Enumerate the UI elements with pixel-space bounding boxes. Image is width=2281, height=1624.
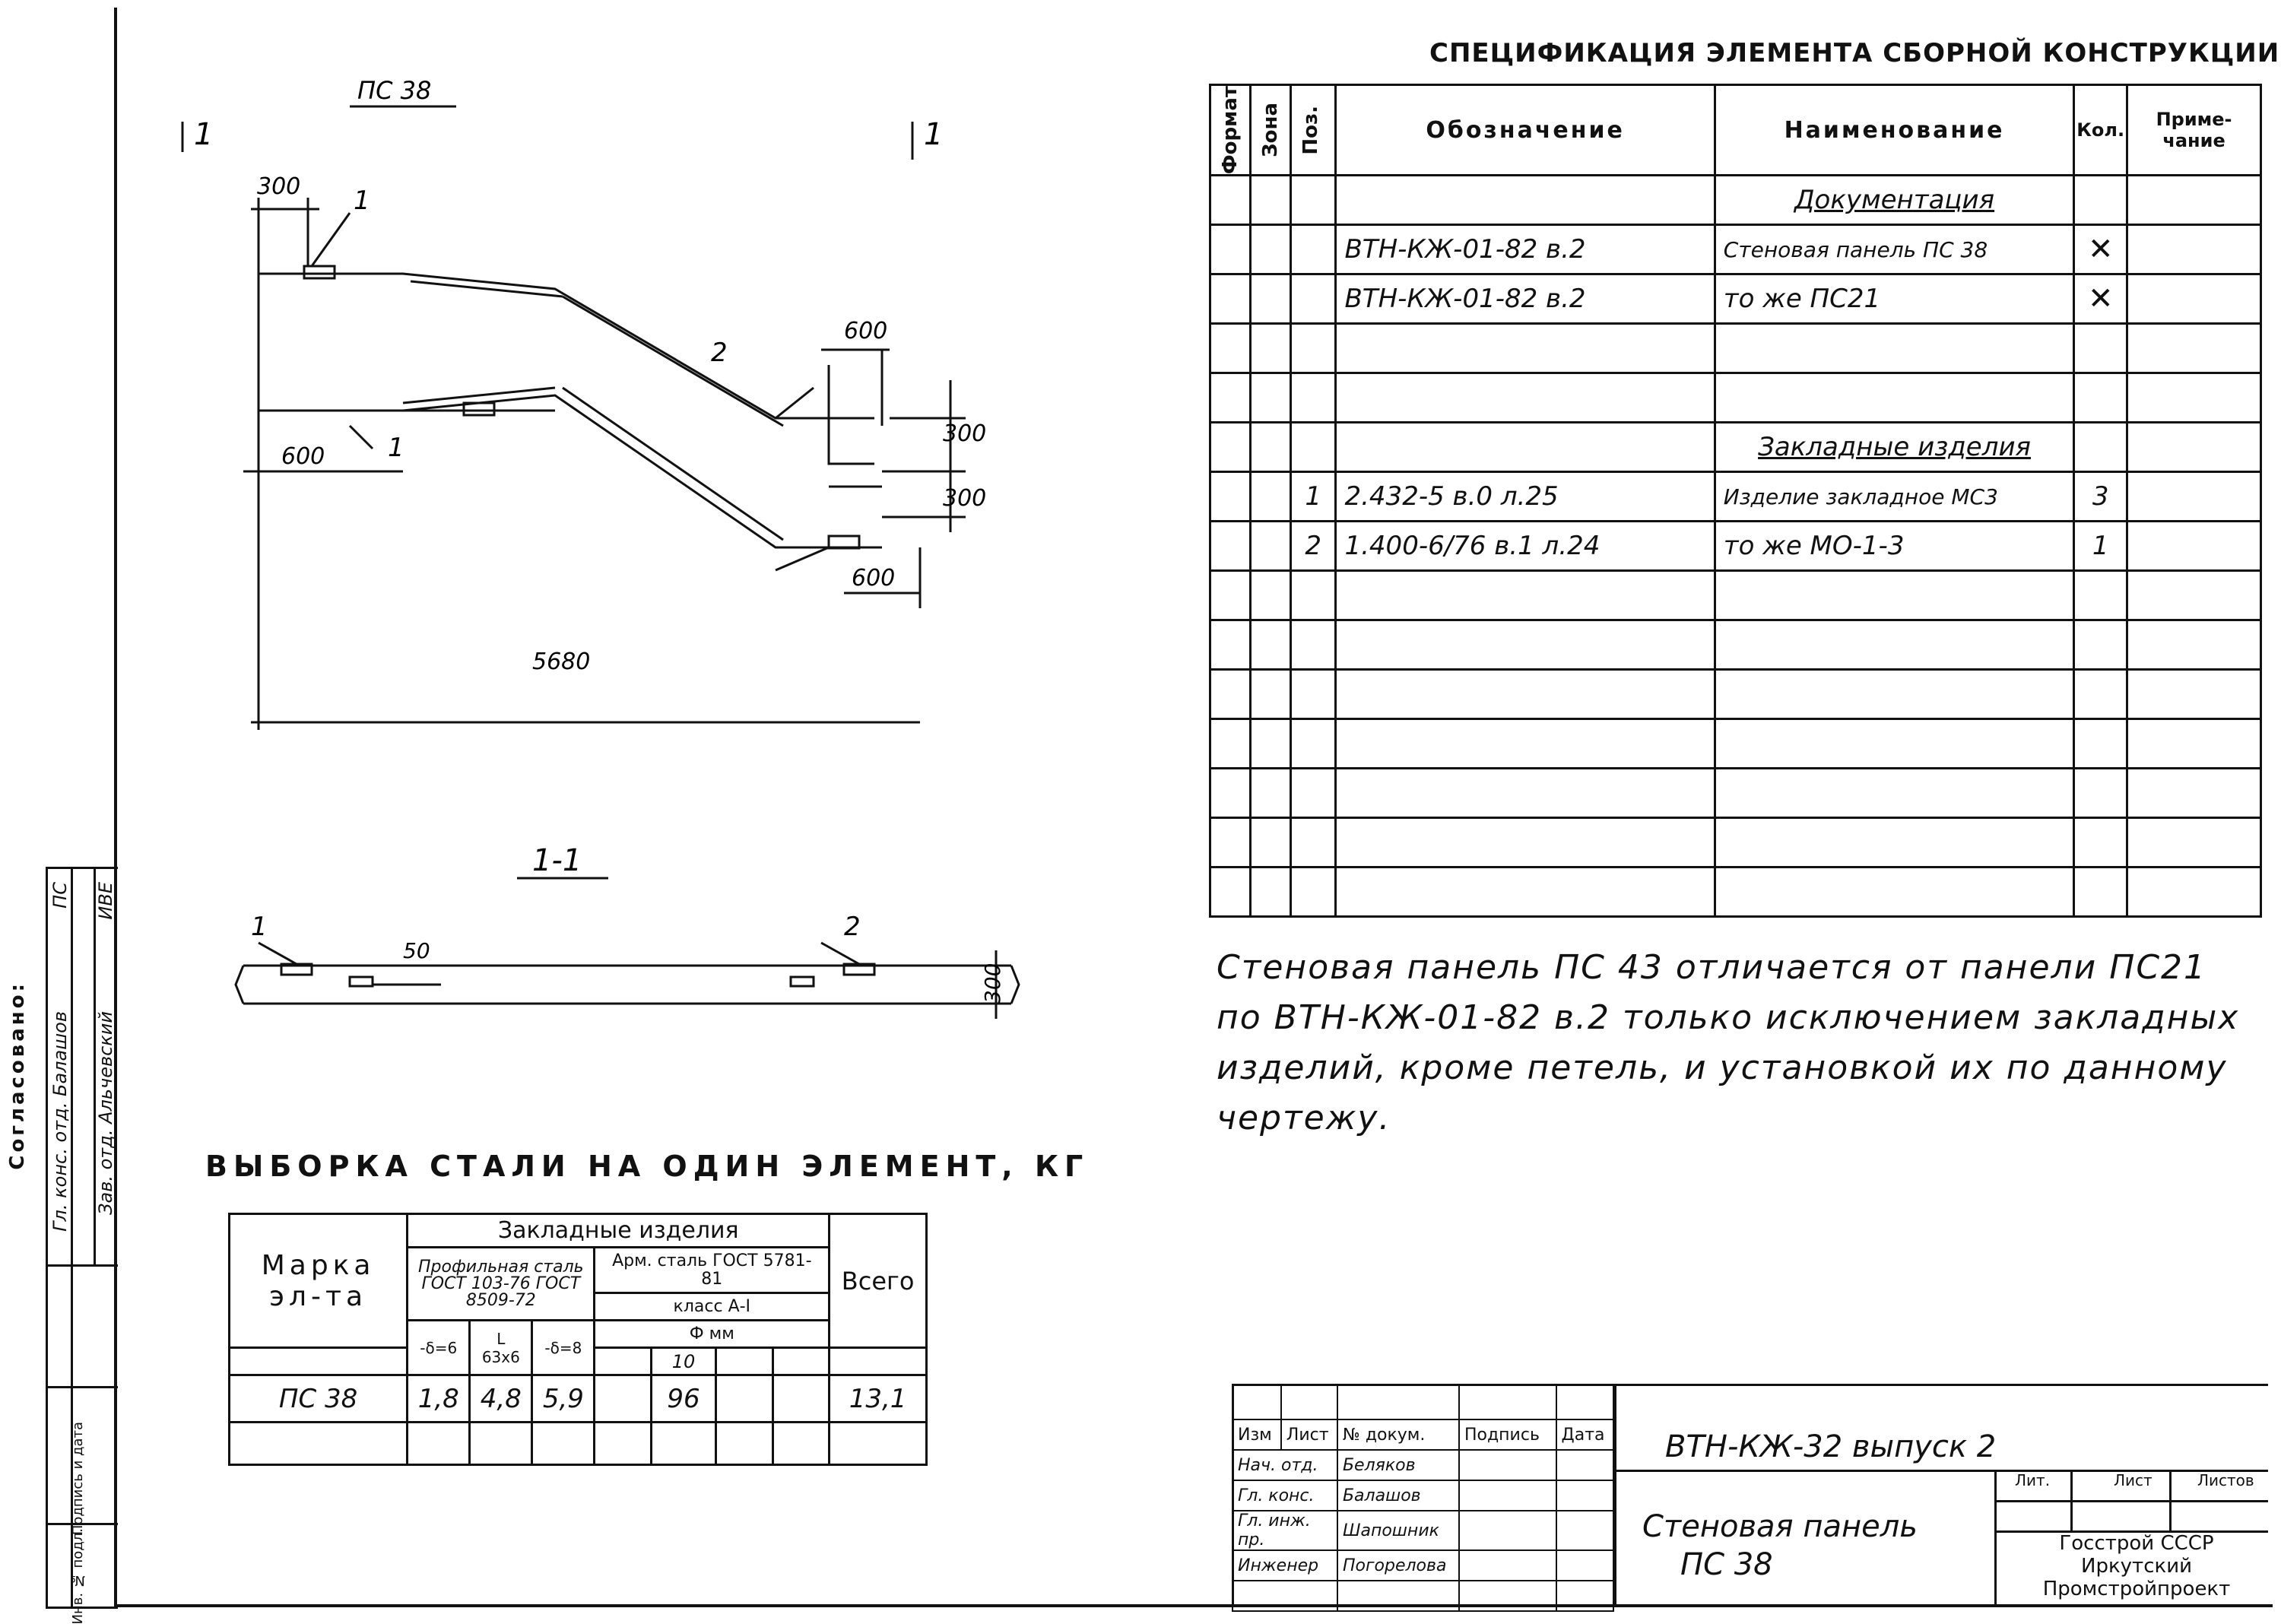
section-mark-left: 1 — [194, 117, 213, 152]
stamp-h-sign: Подпись — [1458, 1419, 1557, 1451]
steel-h-embedded: Закладные изделия — [406, 1213, 831, 1248]
dim-300-r2: 300 — [943, 485, 986, 512]
stamp-table: Изм Лист № докум. Подпись Дата Нач. отд.… — [1232, 1384, 1615, 1612]
section-mark-right: 1 — [924, 117, 943, 152]
steel-h-total: Всего — [828, 1213, 928, 1349]
spec-h-note: Приме-чание — [2126, 83, 2262, 177]
pos-1-label-b: 1 — [388, 433, 404, 463]
spec-section-docs: Документация — [1713, 174, 2076, 227]
stamp-org3: Промстройпроект — [2042, 1578, 2231, 1600]
steel-title: ВЫБОРКА СТАЛИ НА ОДИН ЭЛЕМЕНТ, КГ — [205, 1150, 1090, 1183]
steel-h-10: 10 — [649, 1346, 718, 1376]
approval-code1: ПС — [49, 882, 71, 909]
stamp-title2: ПС 38 — [1680, 1547, 1773, 1582]
side-inv-label: Инв. № подл. — [70, 1528, 86, 1624]
stamp-org2: Иркутский — [2081, 1555, 2192, 1578]
stamp-org: Госстрой СССР Иркутский Промстройпроект — [2015, 1532, 2258, 1600]
note-line4: чертежу. — [1217, 1099, 1391, 1137]
section-title: 1-1 — [532, 843, 582, 878]
approval-strip — [46, 867, 118, 1609]
spec-title: СПЕЦИФИКАЦИЯ ЭЛЕМЕНТА СБОРНОЙ КОНСТРУКЦИ… — [1429, 38, 2280, 68]
approval-code2: ИВЕ — [95, 882, 116, 920]
stamp-h-ndoc: № докум. — [1336, 1419, 1460, 1451]
steel-h-mark: Марка эл-та — [227, 1213, 409, 1349]
spec-h-pos: Поз. — [1289, 83, 1337, 177]
steel-row: ПС 38 1,8 4,8 5,9 96 13,1 — [227, 1374, 928, 1423]
steel-h-diam: Ф мм — [593, 1319, 831, 1349]
stamp-title1: Стеновая панель — [1642, 1509, 1918, 1544]
stamp-h-sheets: Листов — [2197, 1471, 2254, 1489]
spec-h-name: Наименование — [1713, 83, 2076, 177]
stamp-h-stage: Лит. — [2015, 1471, 2051, 1489]
steel-h-s8: -δ=8 — [531, 1319, 596, 1376]
dim-600-bottom: 600 — [852, 565, 895, 592]
stamp-h-list: Лист — [1280, 1419, 1338, 1451]
spec-h-qty: Кол. — [2073, 83, 2129, 177]
note-line3: изделий, кроме петель, и установкой их п… — [1217, 1048, 2228, 1087]
dim-600-left: 600 — [281, 443, 325, 470]
stamp-h-izm: Изм — [1232, 1419, 1282, 1451]
note-line2: по ВТН-КЖ-01-82 в.2 только исключением з… — [1217, 998, 2240, 1037]
steel-h-s6: -δ=6 — [406, 1319, 471, 1376]
steel-h-profile: Профильная сталь ГОСТ 103-76 ГОСТ 8509-7… — [406, 1246, 596, 1321]
dim-600-right: 600 — [844, 318, 887, 344]
section-drawing: 1-1 1 2 50 300 — [234, 843, 1020, 1019]
panel-drawing: ПС 38 1 1 300 1 2 600 300 300 600 1 600 … — [181, 76, 986, 730]
side-sign-label: Подпись и дата — [70, 1422, 86, 1536]
pos-1-section: 1 — [251, 912, 268, 942]
stamp-h-date: Дата — [1555, 1419, 1615, 1451]
stamp-doc-code: ВТН-КЖ-32 выпуск 2 — [1665, 1429, 1997, 1464]
note-line1: Стеновая панель ПС 43 отличается от пане… — [1217, 948, 2207, 987]
dim-5680: 5680 — [532, 649, 590, 675]
pos-2-label: 2 — [711, 338, 728, 368]
approval-row2: Зав. отд. Альчевский — [95, 1011, 116, 1215]
spec-h-designation: Обозначение — [1334, 83, 1716, 177]
spec-h-zone: Зона — [1249, 83, 1292, 177]
dim-50-section: 50 — [403, 938, 430, 963]
spec-table: Формат Зона Поз. Обозначение Наименовани… — [1209, 83, 2262, 918]
approval-title: Согласовано: — [6, 981, 29, 1170]
dim-300-r1: 300 — [943, 420, 986, 447]
stamp-org1: Госстрой СССР — [2059, 1532, 2214, 1555]
dim-300-section: 300 — [980, 963, 1005, 1004]
steel-h-rebar: Арм. сталь ГОСТ 5781-81 — [593, 1246, 831, 1294]
drawing-title: ПС 38 — [357, 76, 431, 105]
stamp-h-sheet: Лист — [2114, 1471, 2153, 1489]
sheet-frame — [114, 8, 2273, 1607]
spec-h-format: Формат — [1209, 83, 1252, 177]
dim-300-top: 300 — [257, 173, 300, 200]
steel-h-class: класс А-I — [593, 1292, 831, 1321]
pos-2-section: 2 — [844, 912, 861, 942]
steel-h-l63: L 63х6 — [468, 1319, 534, 1376]
pos-1-label: 1 — [354, 186, 370, 216]
spec-section-parts: Закладные изделия — [1713, 421, 2076, 474]
approval-row1: Гл. конс. отд. Балашов — [49, 1011, 71, 1232]
steel-table: Марка эл-та Закладные изделия Всего Проф… — [227, 1213, 928, 1466]
note-block: Стеновая панель ПС 43 отличается от пане… — [1217, 943, 2266, 1143]
